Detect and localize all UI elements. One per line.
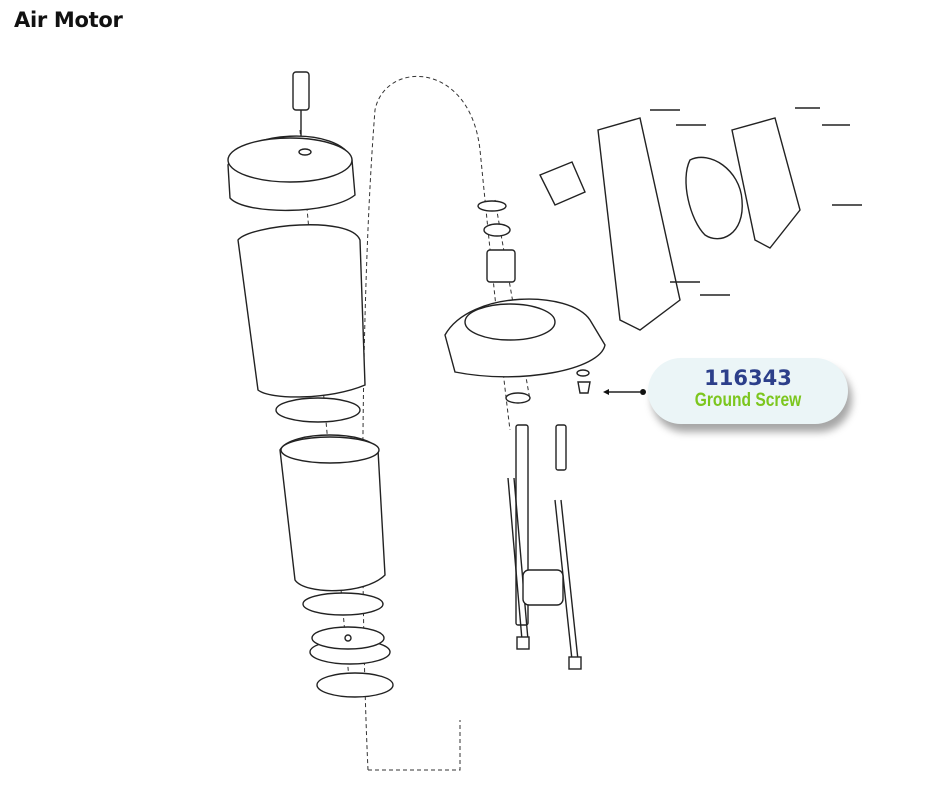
ground-screw-part xyxy=(576,369,591,394)
upper-sleeve-part xyxy=(237,224,366,398)
o-ring-part xyxy=(275,397,361,423)
top-valve-part xyxy=(292,71,310,140)
tie-rod-part xyxy=(507,477,530,650)
cylinder-part xyxy=(279,434,386,592)
part-number: 116343 xyxy=(704,366,792,390)
piston-part xyxy=(309,626,391,665)
center-head-part xyxy=(444,298,606,378)
top-cap-part xyxy=(227,135,356,212)
part-name: Ground Screw xyxy=(694,390,802,411)
bolt-parts xyxy=(650,107,862,296)
part-callout[interactable]: 116343 Ground Screw xyxy=(648,358,848,424)
valve-body-part xyxy=(597,117,801,331)
page-title: Air Motor xyxy=(14,8,123,32)
air-hose-path xyxy=(362,75,511,771)
